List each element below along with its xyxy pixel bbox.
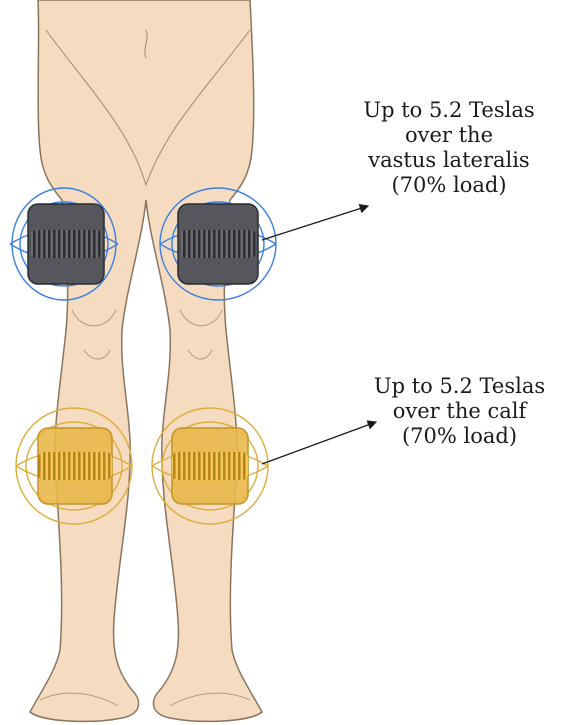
thigh-pointer-arrow bbox=[262, 206, 368, 240]
calf-annotation-line-1: Up to 5.2 Teslas bbox=[358, 374, 561, 399]
thigh-annotation-line-3: vastus lateralis bbox=[338, 148, 560, 173]
legs-illustration bbox=[30, 0, 262, 721]
calf-annotation-line-3: (70% load) bbox=[358, 424, 561, 449]
thigh-coil-left bbox=[10, 188, 118, 300]
calf-annotation: Up to 5.2 Teslas over the calf (70% load… bbox=[358, 374, 561, 449]
coil-winding bbox=[38, 452, 112, 480]
leg-outline bbox=[30, 0, 262, 721]
calf-annotation-line-2: over the calf bbox=[358, 399, 561, 424]
thigh-annotation-line-1: Up to 5.2 Teslas bbox=[338, 98, 560, 123]
thigh-annotation-line-4: (70% load) bbox=[338, 173, 560, 198]
coil-winding bbox=[180, 230, 256, 258]
coil-winding bbox=[30, 230, 102, 258]
thigh-annotation: Up to 5.2 Teslas over the vastus lateral… bbox=[338, 98, 560, 198]
coil-winding bbox=[172, 452, 248, 480]
thigh-coil-right bbox=[160, 188, 276, 300]
thigh-annotation-line-2: over the bbox=[338, 123, 560, 148]
